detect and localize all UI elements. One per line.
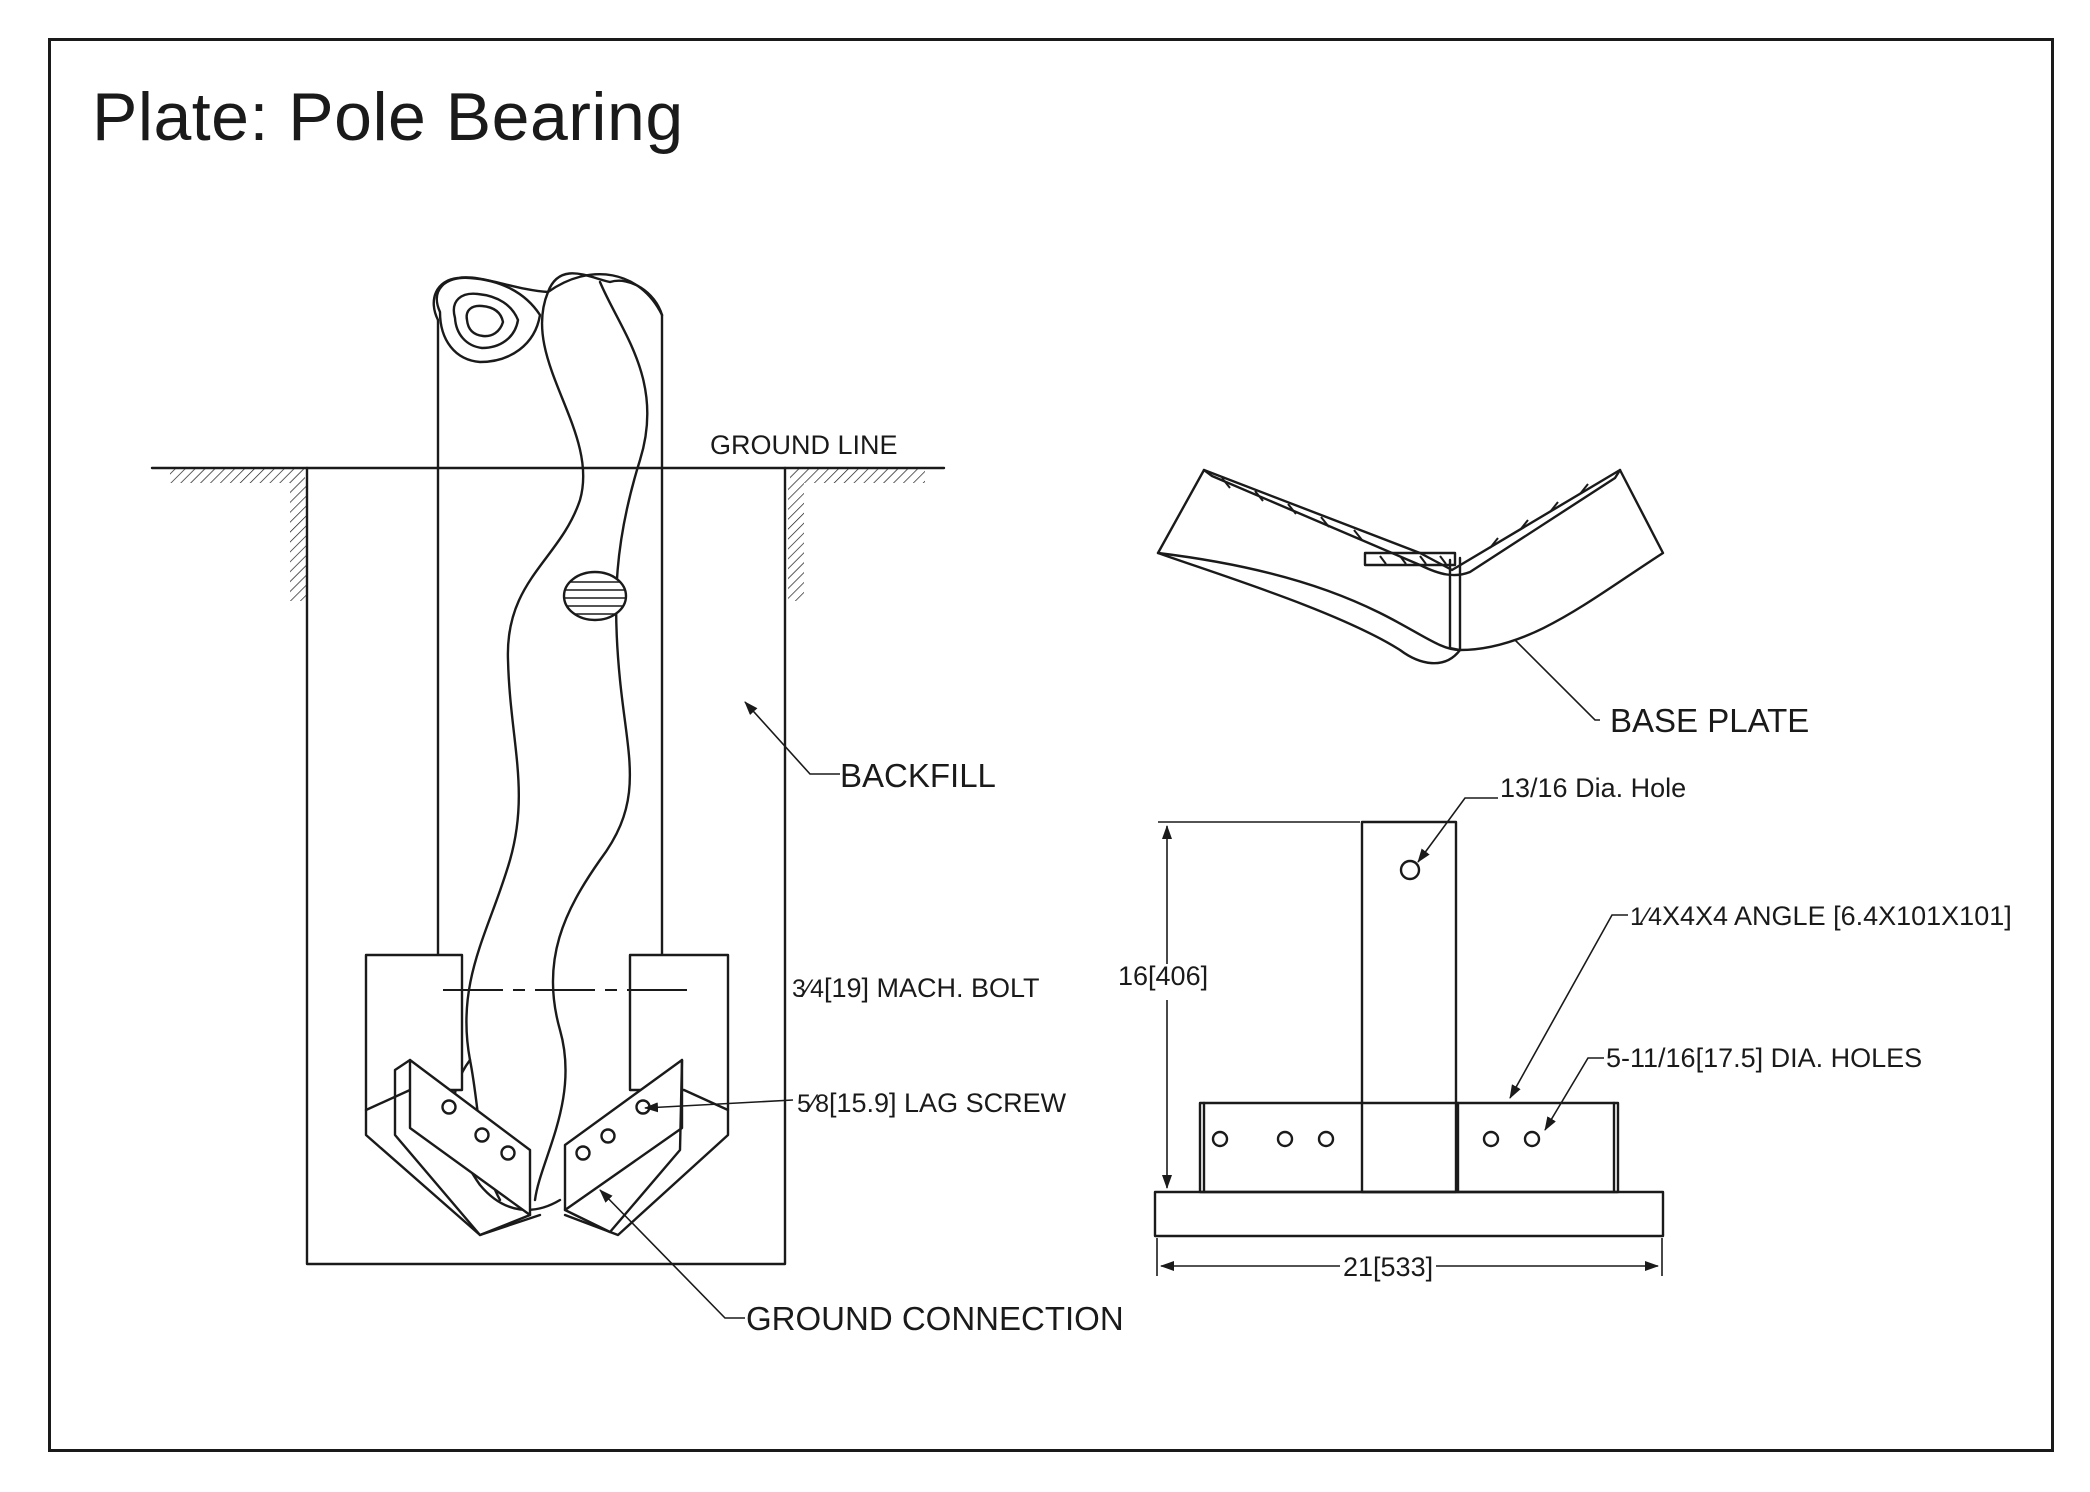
- base-plate-label: BASE PLATE: [1610, 702, 1809, 739]
- pole: [432, 272, 664, 1212]
- plate-elevation-view: 16[406] 21[533] 13/16 Dia. Hole 1⁄4X4X4 …: [1118, 773, 2012, 1282]
- pole-section-view: GROUND LINE BACKFILL 3⁄4[19] MACH. BOLT …: [150, 272, 1124, 1337]
- base-plate-iso-view: BASE PLATE: [1156, 468, 1809, 739]
- backfill-label: BACKFILL: [840, 757, 996, 794]
- pole-bearing-plate: [364, 953, 730, 1237]
- width-dimension-label: 21[533]: [1343, 1252, 1433, 1282]
- excavation-outline: [305, 466, 787, 1266]
- page-title: Plate: Pole Bearing: [92, 79, 684, 155]
- mach-bolt-text: [19] MACH. BOLT: [824, 973, 1040, 1003]
- mach-bolt-label: 3⁄4[19] MACH. BOLT: [792, 973, 1040, 1003]
- angle-fraction: 1⁄4: [1630, 903, 1662, 931]
- angle-text: X4X4 ANGLE [6.4X101X101]: [1662, 901, 2012, 931]
- ground-line-label: GROUND LINE: [710, 430, 898, 460]
- holes-label: 5-11/16[17.5] DIA. HOLES: [1606, 1043, 1922, 1073]
- bolt-cross-section: [562, 570, 628, 622]
- drawing-frame: [48, 38, 2054, 1452]
- ground-connection-label: GROUND CONNECTION: [746, 1300, 1124, 1337]
- angle-label: 1⁄4X4X4 ANGLE [6.4X101X101]: [1630, 901, 2012, 931]
- lag-screw-text: [15.9] LAG SCREW: [829, 1088, 1067, 1118]
- lag-screw-label: 5⁄8[15.9] LAG SCREW: [797, 1088, 1067, 1118]
- height-dimension-label: 16[406]: [1118, 961, 1208, 991]
- mach-bolt-fraction: 3⁄4: [792, 975, 824, 1003]
- lag-screw-fraction: 5⁄8: [797, 1090, 829, 1118]
- hole-13-16-label: 13/16 Dia. Hole: [1500, 773, 1686, 803]
- pole-end-ring-outer: [435, 276, 542, 364]
- ground-surface: [150, 466, 946, 601]
